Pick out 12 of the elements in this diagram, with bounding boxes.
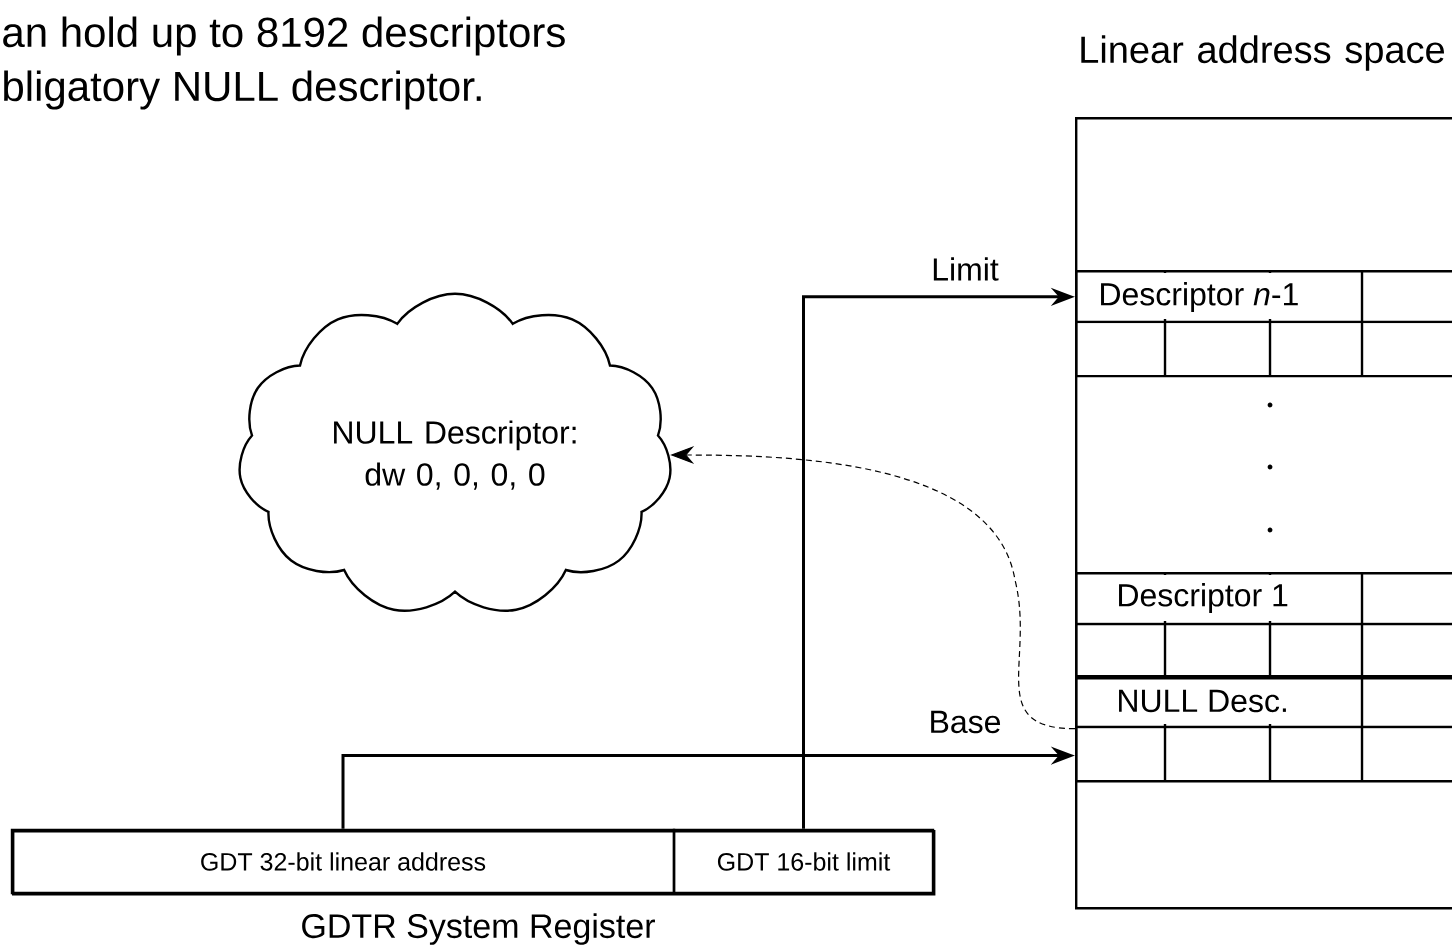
note-text: bligatory NULL descriptor.	[4, 70, 481, 110]
descriptor-entry: Descriptor n-1	[1075, 270, 1452, 378]
register-field: GDT 32-bit linear address	[10, 828, 676, 895]
node-label: Linear address space	[1081, 35, 1445, 71]
register-field: GDT 16-bit limit	[672, 828, 935, 895]
descriptor-entry: Descriptor 1	[1075, 572, 1452, 680]
edge-label: Limit	[929, 255, 1001, 283]
note-text: an hold up to 8192 descriptors	[3, 16, 565, 56]
cloud: NULL Descriptor: dw 0, 0, 0, 0	[238, 292, 672, 612]
node-label: GDTR System Register	[302, 913, 655, 945]
descriptor-entry: NULL Desc.	[1075, 675, 1452, 783]
edge-label: Base	[926, 708, 1004, 736]
